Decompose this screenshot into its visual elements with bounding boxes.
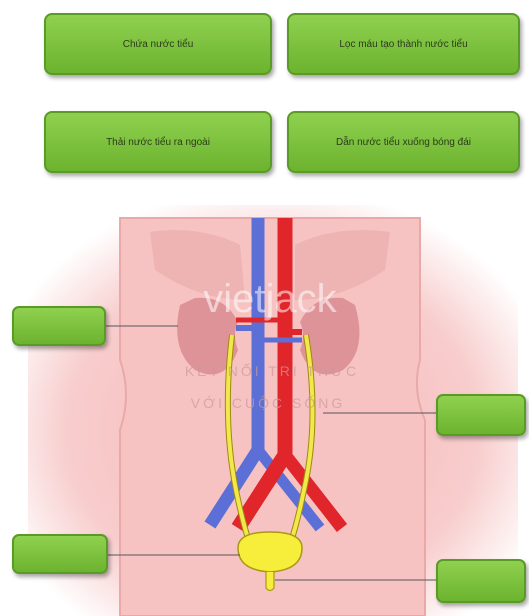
answer-box-kidney[interactable] <box>12 306 106 346</box>
urethra <box>266 572 274 591</box>
answer-box-urethra[interactable] <box>436 559 526 603</box>
watermark-brand: vietjack <box>203 277 337 321</box>
bladder <box>238 532 302 572</box>
watermark-tagline-2: VỚI CUỘC SỐNG <box>191 394 345 411</box>
watermark-tagline-1: KẾT NỐI TRI THỨC <box>185 362 359 379</box>
answer-box-ureter[interactable] <box>436 394 526 436</box>
answer-box-bladder[interactable] <box>12 534 108 574</box>
